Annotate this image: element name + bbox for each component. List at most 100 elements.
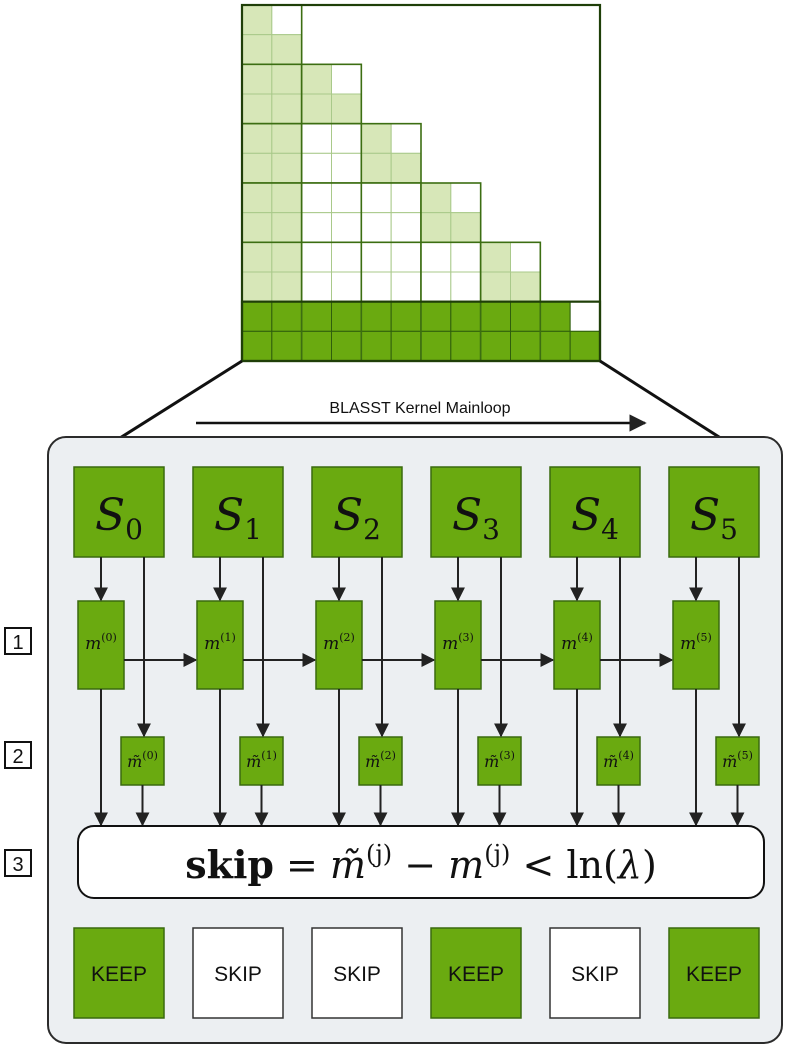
s-block-label: S2 — [333, 490, 381, 546]
mask-cell — [331, 301, 362, 332]
mask-cell — [241, 330, 273, 362]
mask-cell — [301, 63, 332, 95]
mask-cell — [510, 271, 541, 303]
step-marker-3: 3 — [4, 849, 32, 877]
s-block-box — [668, 466, 760, 558]
mask-cell — [331, 63, 362, 95]
mask-cell — [360, 301, 392, 332]
s-block-label: S0 — [95, 490, 143, 546]
mask-cell — [241, 123, 273, 154]
s-block-box — [73, 466, 165, 558]
mask-cell — [241, 182, 273, 214]
mask-cell — [241, 63, 273, 95]
mask-block — [360, 300, 422, 362]
mask-cell — [301, 152, 332, 184]
stage-column-0: S0m(0)m̃(0)KEEP — [73, 466, 198, 1019]
block-max-label: m̃(2) — [365, 749, 396, 771]
mask-cell — [241, 212, 273, 243]
s-block-box — [311, 466, 403, 558]
row-max-box — [672, 600, 720, 690]
step-marker-1: 1 — [4, 627, 32, 655]
mask-cell — [331, 241, 362, 273]
mask-cell — [480, 241, 511, 273]
mask-cell — [271, 271, 303, 303]
formula-m: m — [448, 843, 484, 887]
stage-column-1: S1m(1)m̃(1)SKIP — [192, 466, 317, 1019]
mask-block — [360, 122, 422, 184]
mask-block — [241, 122, 303, 184]
mask-cell — [450, 301, 482, 332]
mask-block — [479, 241, 542, 303]
s-sub: 0 — [125, 513, 143, 546]
decision-label: SKIP — [571, 963, 619, 986]
stage-column-5: S5m(5)m̃(5)KEEP — [668, 466, 760, 1019]
mask-cell — [271, 301, 303, 332]
mask-cell — [510, 330, 541, 362]
s-block-label: S1 — [214, 490, 262, 546]
step-marker-3-label: 3 — [12, 854, 23, 876]
mask-cell — [241, 4, 273, 36]
formula-ln: ln( — [566, 843, 617, 887]
formula-lambda: λ — [616, 843, 642, 887]
s-block-box — [192, 466, 284, 558]
mask-cell — [271, 63, 303, 95]
mask-cell — [271, 212, 303, 243]
mask-cell — [450, 330, 482, 362]
block-max-label: m̃(3) — [484, 749, 515, 771]
mask-cell — [241, 34, 273, 65]
mainloop-label: BLASST Kernel Mainloop — [329, 400, 510, 417]
mask-cell — [301, 330, 332, 362]
decision-label: SKIP — [214, 963, 262, 986]
mask-block — [539, 300, 601, 362]
mask-cell — [360, 152, 392, 184]
row-max-label: m(3) — [442, 631, 474, 654]
mask-cell — [271, 123, 303, 154]
row-max-box — [77, 600, 125, 690]
s-base: S — [571, 490, 601, 541]
mask-cell — [331, 330, 362, 362]
skip-condition-box — [77, 825, 765, 899]
stage-column-2: S2m(2)m̃(2)SKIP — [311, 466, 436, 1019]
matrix-border — [240, 3, 602, 363]
mask-cell — [331, 152, 362, 184]
mask-cell — [301, 241, 332, 273]
mask-cell — [390, 182, 422, 214]
skip-condition-formula: skip = m̃(j) − m(j) < ln(λ) — [185, 840, 657, 887]
step-marker-1-label: 1 — [12, 632, 23, 654]
s-sub: 1 — [244, 513, 262, 546]
mask-cell — [301, 212, 332, 243]
row-max-box — [196, 600, 244, 690]
formula-minus: − — [392, 843, 448, 887]
mask-cell — [241, 301, 273, 332]
mask-cell — [241, 241, 273, 273]
mask-cell — [450, 241, 482, 273]
s-sub: 5 — [720, 513, 738, 546]
mask-cell — [450, 212, 482, 243]
block-max-box — [596, 736, 641, 786]
block-max-box — [477, 736, 522, 786]
s-block-box — [430, 466, 522, 558]
mask-cell — [390, 123, 422, 154]
decision-box — [192, 927, 284, 1019]
mask-cell — [331, 182, 362, 214]
formula-skip: skip — [185, 842, 274, 887]
s-base: S — [214, 490, 244, 541]
decision-label: KEEP — [448, 963, 504, 986]
mask-cell — [420, 301, 452, 332]
mask-cell — [480, 330, 511, 362]
mask-cell — [331, 93, 362, 125]
mask-cell — [301, 93, 332, 125]
decision-box — [430, 927, 522, 1019]
mask-block — [479, 300, 542, 362]
mask-cell — [569, 301, 601, 332]
s-base: S — [333, 490, 363, 541]
mask-cell — [569, 330, 601, 362]
row-max-label: m(2) — [323, 631, 355, 654]
mask-cell — [241, 271, 273, 303]
mask-cell — [390, 301, 422, 332]
decision-box — [549, 927, 641, 1019]
mask-cell — [360, 271, 392, 303]
mask-block — [360, 241, 422, 303]
mask-cell — [390, 241, 422, 273]
s-base: S — [690, 490, 720, 541]
